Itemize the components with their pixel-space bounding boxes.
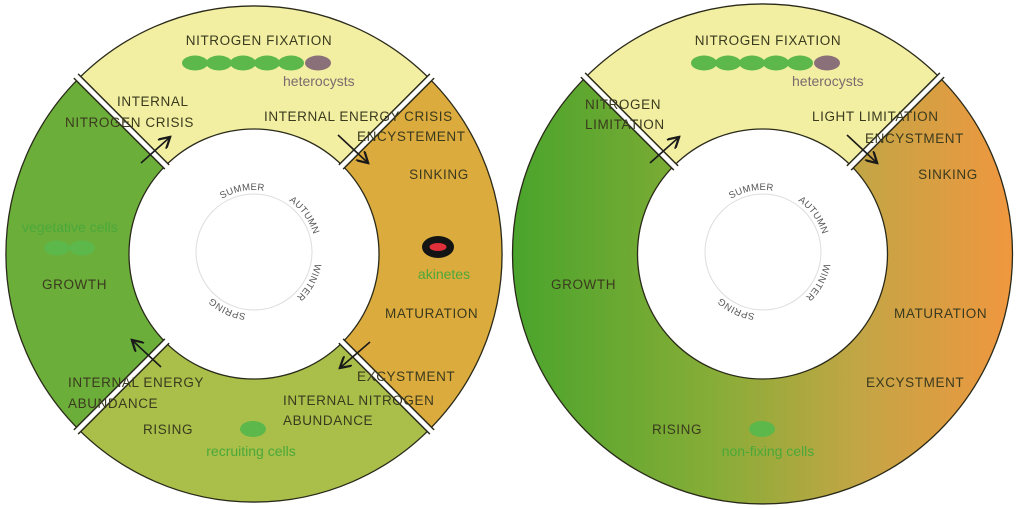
label-maturation: MATURATION: [894, 306, 987, 321]
segment-nitrogen-fixation: [77, 5, 431, 167]
label-sinking: SINKING: [409, 167, 469, 182]
season-winter: WINTER: [803, 263, 832, 303]
label-encystment: ENCYSTMENT: [865, 131, 964, 146]
label-heterocysts: heterocysts: [283, 73, 355, 89]
label-non-fixing-cells: non-fixing cells: [722, 443, 815, 459]
arrow-icon: [341, 341, 371, 367]
label-limitation: LIMITATION: [585, 117, 665, 132]
label-nitrogen: NITROGEN: [585, 97, 661, 112]
heterocyst-icon: [814, 55, 840, 71]
label-sinking: SINKING: [918, 167, 978, 182]
season-summer: SUMMER: [727, 182, 774, 202]
label-heterocysts: heterocysts: [792, 73, 864, 89]
vegetative-cells-icon: [44, 240, 95, 256]
arrow-icon: [140, 138, 169, 164]
non-fixing-cell-icon: [749, 421, 775, 437]
arrow-icon: [133, 341, 162, 368]
season-ring: [195, 193, 313, 311]
heterocyst-icon: [305, 55, 331, 71]
label-encystement: ENCYSTEMENT: [357, 129, 466, 144]
label-excystment: EXCYSTMENT: [357, 369, 455, 384]
label-growth: GROWTH: [551, 277, 616, 292]
filament-icon: [691, 55, 840, 71]
label-nitrogen-fixation: NITROGEN FIXATION: [186, 33, 332, 48]
arrow-icon: [846, 134, 876, 162]
label-nitrogen-crisis: NITROGEN CRISIS: [65, 115, 194, 130]
label-abundance-nitrogen: ABUNDANCE: [283, 413, 373, 428]
arrow-icon: [337, 134, 367, 162]
label-internal: INTERNAL: [117, 94, 189, 109]
label-maturation: MATURATION: [385, 306, 478, 321]
label-rising: RISING: [652, 422, 702, 437]
segment-nitrogen-fixation: [584, 3, 941, 167]
segment-dividers: [579, 71, 946, 172]
transition-arrows: [133, 134, 371, 368]
label-nitrogen-fixation: NITROGEN FIXATION: [695, 33, 841, 48]
label-internal-nitrogen: INTERNAL NITROGEN: [283, 393, 434, 408]
season-ring: [704, 193, 822, 311]
label-growth: GROWTH: [42, 277, 107, 292]
transition-arrows: [649, 134, 876, 164]
akinete-icon: [422, 236, 454, 258]
label-internal-energy-crisis: INTERNAL ENERGY CRISIS: [264, 109, 453, 124]
left-cycle: SUMMER AUTUMN WINTER SPRING NITROGEN FIX…: [5, 5, 503, 503]
label-internal-energy: INTERNAL ENERGY: [68, 375, 204, 390]
arrow-icon: [649, 138, 678, 164]
season-autumn: AUTUMN: [796, 194, 830, 235]
label-rising: RISING: [143, 422, 193, 437]
season-summer: SUMMER: [218, 182, 265, 202]
filament-icon: [182, 55, 331, 71]
label-excystment: EXCYSTMENT: [866, 375, 964, 390]
season-autumn: AUTUMN: [287, 194, 321, 235]
right-cycle: SUMMER AUTUMN WINTER SPRING NITROGEN FIX…: [511, 3, 1014, 505]
label-abundance-energy: ABUNDANCE: [68, 396, 158, 411]
label-vegetative-cells: vegetative cells: [22, 219, 118, 235]
segment-sinking: [341, 77, 503, 431]
segment-growth-to-excystment: [511, 76, 1014, 505]
season-winter: WINTER: [294, 263, 323, 303]
label-recruiting-cells: recruiting cells: [206, 443, 295, 459]
label-light-limitation: LIGHT LIMITATION: [812, 109, 939, 124]
recruiting-cell-icon: [240, 421, 266, 437]
label-akinetes: akinetes: [418, 266, 470, 282]
